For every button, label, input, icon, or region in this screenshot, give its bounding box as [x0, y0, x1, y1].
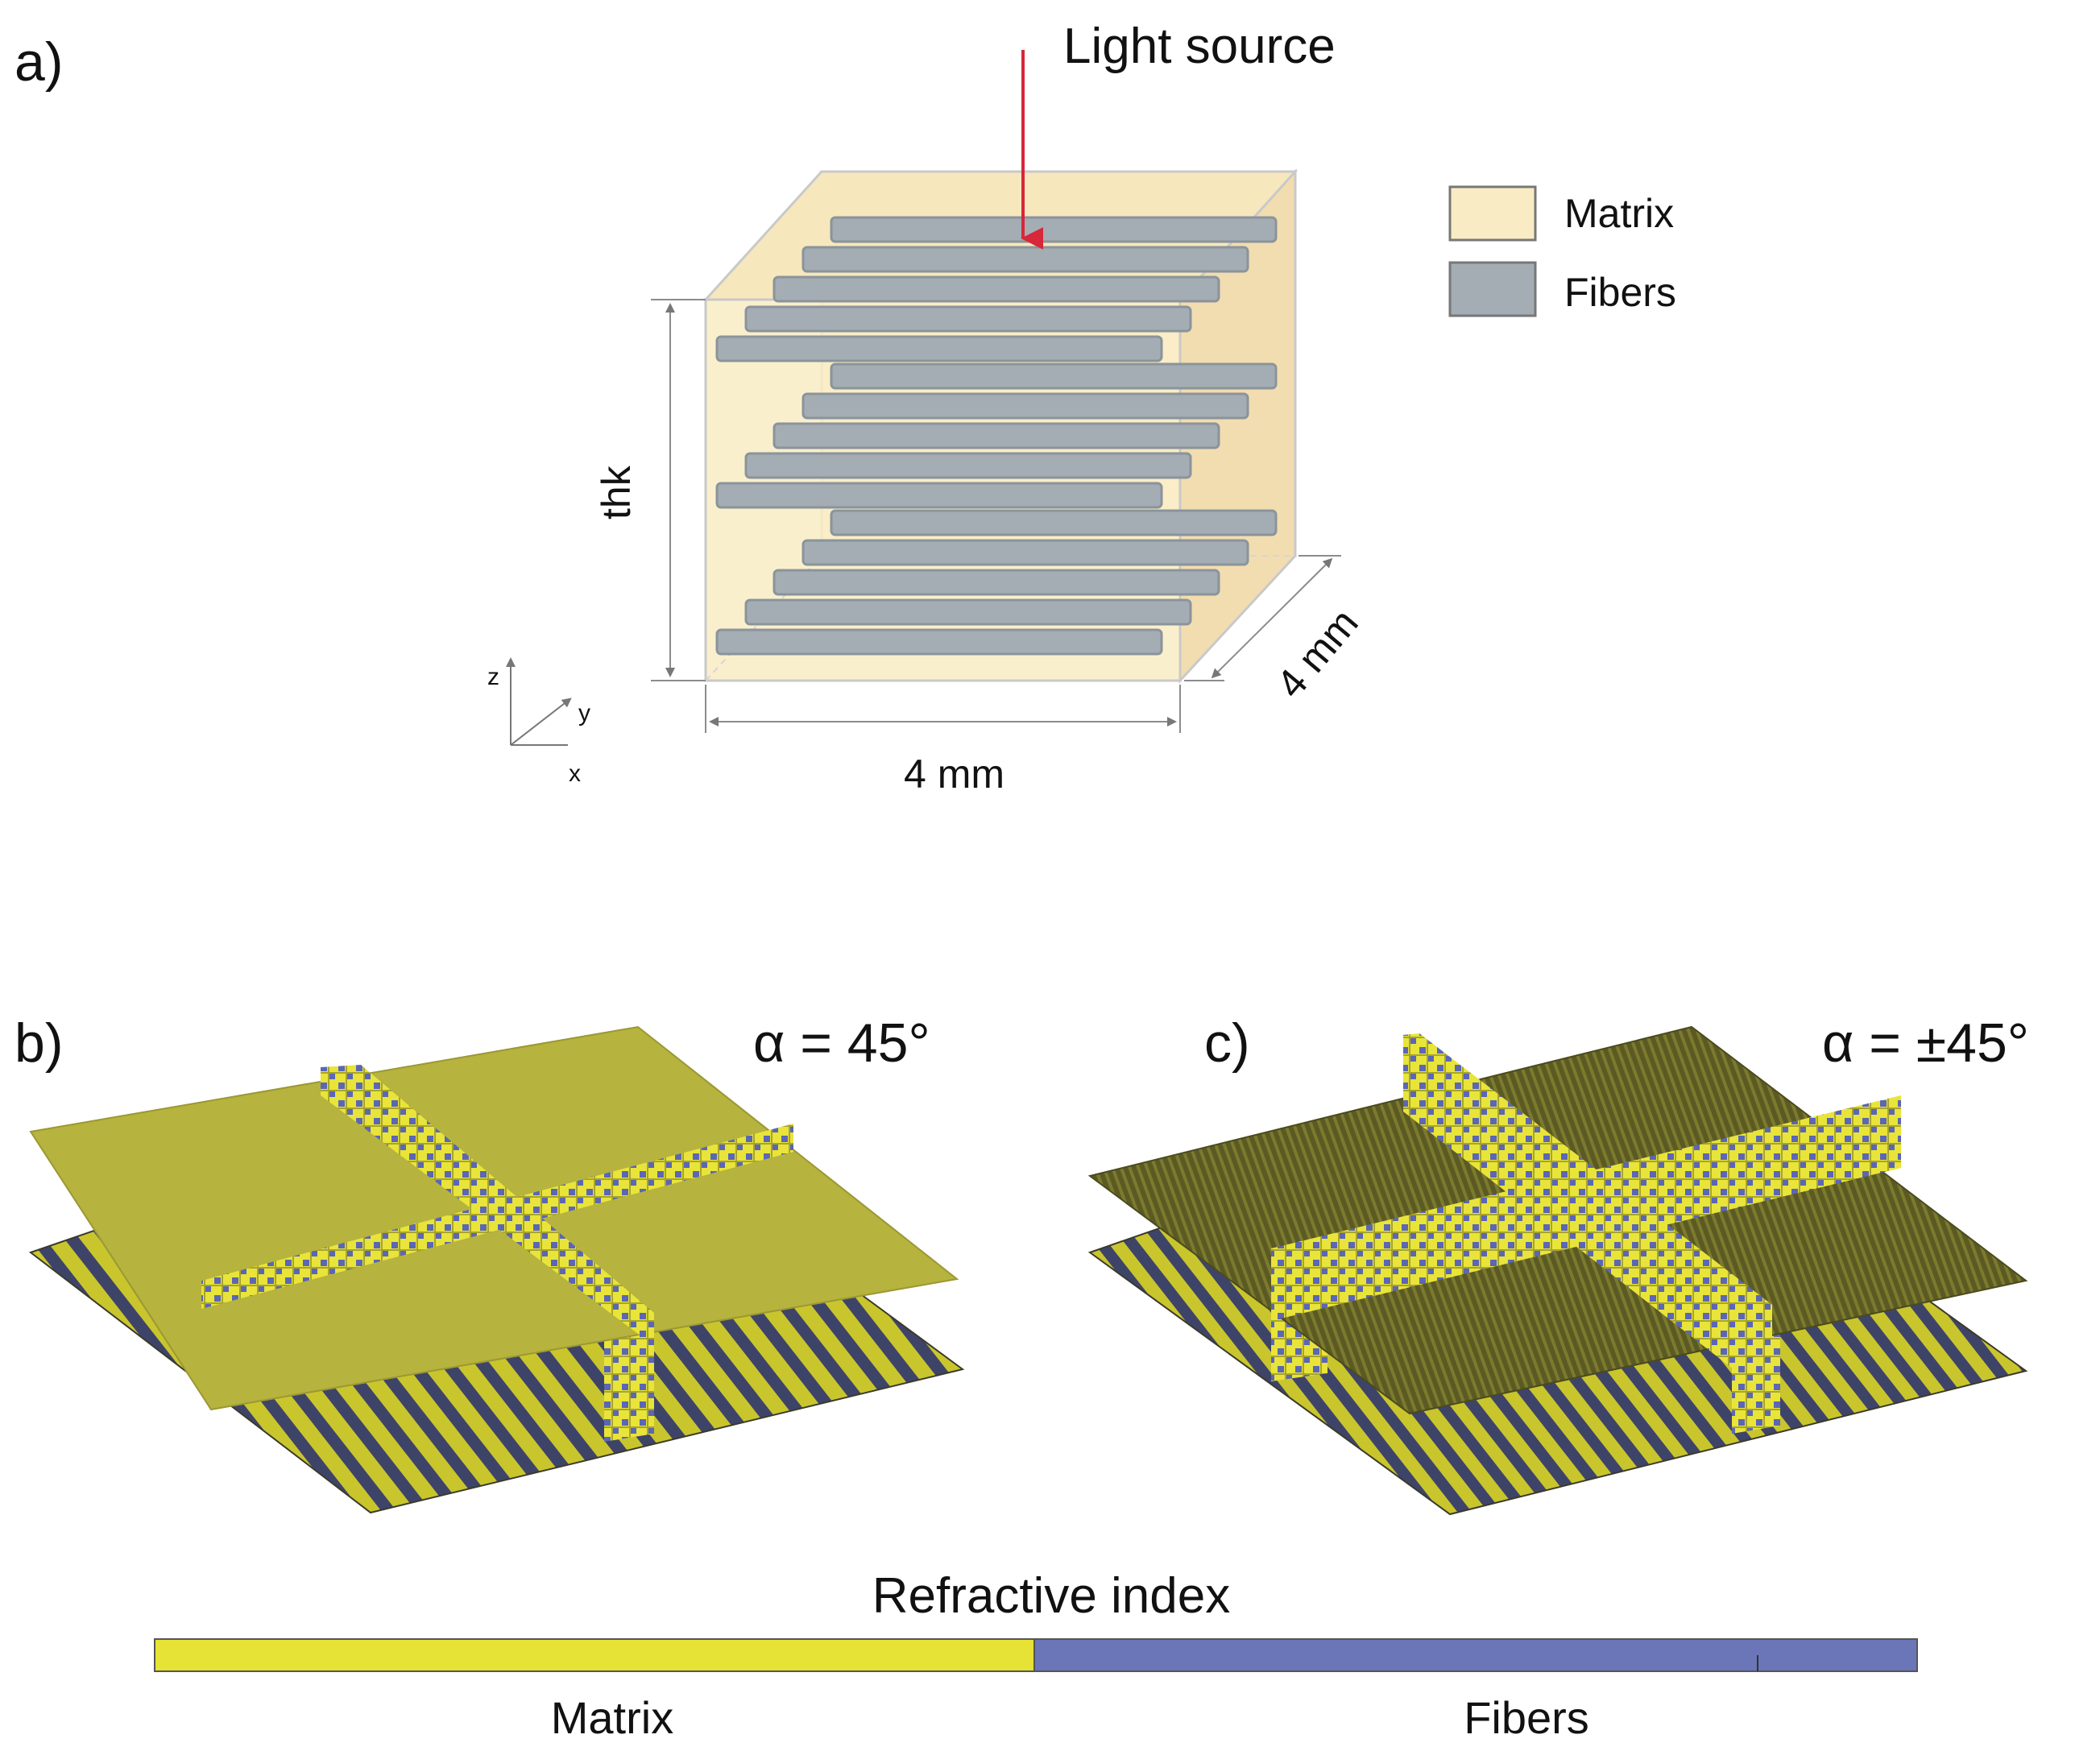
fiber — [744, 305, 1192, 333]
panel-c-angle: α = ±45° — [1822, 1012, 2029, 1074]
lower-wall — [604, 1313, 654, 1442]
fiber — [715, 482, 1163, 509]
depth-dimension — [1184, 555, 1341, 681]
thickness-dimension — [651, 299, 706, 681]
fiber — [715, 628, 1163, 656]
legend-label-fibers: Fibers — [1564, 270, 1676, 315]
fiber — [772, 422, 1220, 449]
panel-b: b) α = 45° — [14, 1012, 965, 1514]
fiber — [830, 509, 1278, 536]
thickness-label: thk — [594, 465, 639, 520]
fiber — [715, 335, 1163, 362]
fiber-group — [715, 216, 1278, 656]
panel-c-label: c) — [1204, 1012, 1250, 1074]
axis-z-label: z — [487, 664, 499, 690]
legend-label-matrix: Matrix — [1564, 191, 1674, 236]
legend-swatch-fibers — [1448, 261, 1537, 317]
panel-a: a) Lig — [14, 19, 1676, 797]
wall-y — [321, 1065, 654, 1339]
fiber — [744, 452, 1192, 479]
legend-swatch-matrix — [1448, 185, 1537, 242]
axis-x-label: x — [569, 760, 581, 787]
fiber — [830, 216, 1278, 243]
fiber — [801, 246, 1249, 273]
axes-triad — [506, 657, 572, 746]
colorbar-right-label: Fibers — [1464, 1692, 1589, 1743]
fiber — [801, 539, 1249, 566]
colorbar-left-label: Matrix — [551, 1692, 673, 1743]
fiber — [772, 569, 1220, 596]
width-dimension — [705, 685, 1181, 733]
fiber — [830, 362, 1278, 390]
panel-a-label: a) — [14, 31, 63, 93]
panel-b-label: b) — [14, 1012, 63, 1074]
depth-label: 4 mm — [1268, 600, 1367, 706]
fiber — [772, 275, 1220, 303]
colorbar-title: Refractive index — [872, 1568, 1231, 1624]
light-source-label: Light source — [1063, 19, 1336, 74]
panel-c: c) α = ±45° — [1087, 1012, 2029, 1516]
width-label: 4 mm — [904, 751, 1004, 797]
fiber — [801, 392, 1249, 420]
colorbar-fibers-segment — [1033, 1638, 1918, 1672]
colorbar-matrix-segment — [154, 1638, 1035, 1672]
axis-y-label: y — [578, 700, 590, 727]
fiber — [744, 598, 1192, 626]
legend: Matrix Fibers — [1448, 185, 1676, 317]
wall-x — [1271, 1095, 1901, 1321]
colorbar: Refractive index Matrix Fibers — [154, 1568, 1918, 1743]
panel-b-angle: α = 45° — [753, 1012, 930, 1074]
wall-x — [201, 1124, 793, 1309]
